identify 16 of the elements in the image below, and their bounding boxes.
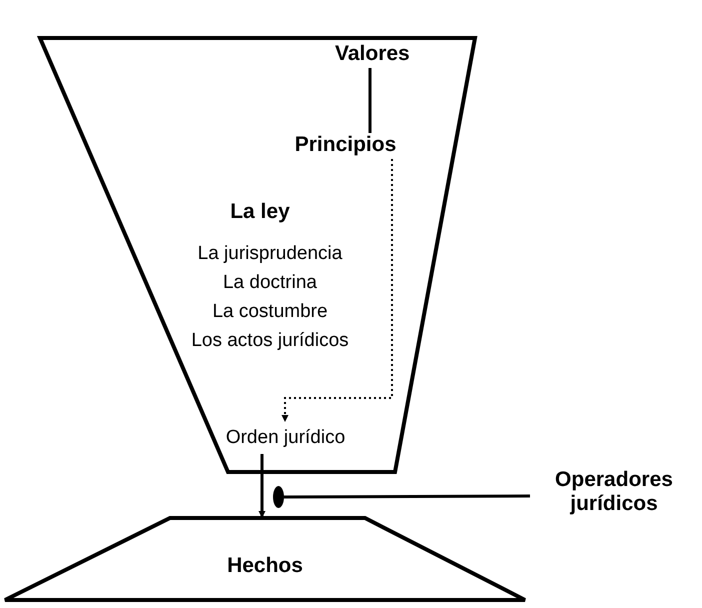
base-trapezoid <box>5 518 525 602</box>
list-item-text: La jurisprudencia <box>196 243 344 265</box>
concept-label: Principios <box>283 133 408 159</box>
funnel-shape <box>40 38 476 474</box>
heading-text: La ley <box>229 200 291 224</box>
arrow <box>282 159 393 422</box>
oval-marker <box>273 486 284 508</box>
node-label: Hechos <box>226 554 304 578</box>
list-item-text: La doctrina <box>222 272 318 294</box>
list-item-text: La costumbre <box>211 301 329 323</box>
arrow <box>258 454 266 518</box>
connector-line <box>284 494 530 498</box>
list-item-text: Los actos jurídicos <box>190 330 350 352</box>
connector-line <box>368 68 372 133</box>
actor-label: Operadores jurídicos <box>530 468 698 524</box>
concept-label: Orden jurídico <box>208 422 363 454</box>
